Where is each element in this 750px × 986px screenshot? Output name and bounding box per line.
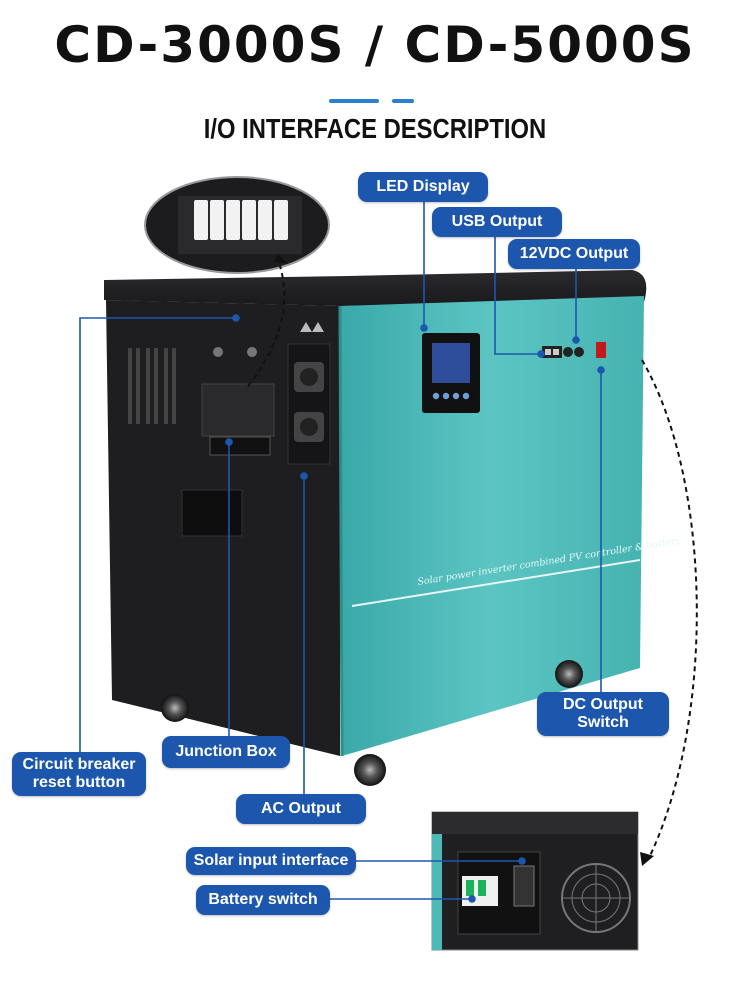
label-circuit-breaker-line2: reset button (32, 774, 126, 791)
label-circuit-breaker-line1: Circuit breaker (22, 756, 136, 773)
dc-output-switch (596, 342, 606, 358)
arrow-to-back-panel (641, 359, 698, 861)
page-subtitle: I/O INTERFACE DESCRIPTION (203, 113, 547, 144)
side-vent-grille (128, 348, 176, 424)
label-dc-output-switch-line1: DC Output (563, 696, 643, 713)
dc12v-port-2 (574, 347, 584, 357)
wheel-left (161, 694, 189, 722)
wheel-front (354, 754, 386, 786)
title-dash-left (329, 99, 379, 103)
label-led-display-text: LED Display (376, 178, 470, 195)
label-battery-switch-text: Battery switch (208, 891, 318, 908)
junction-box-cover (201, 383, 275, 437)
dc12v-port-1 (563, 347, 573, 357)
label-battery-switch: Battery switch (196, 885, 330, 915)
title-dash-right (392, 99, 414, 103)
label-solar-input-text: Solar input interface (193, 852, 349, 869)
arrow-to-terminal-inset (247, 265, 286, 387)
label-dc-output-switch-line2: Switch (577, 714, 629, 731)
label-usb-output: USB Output (432, 207, 562, 237)
cabinet-top (104, 270, 647, 306)
label-solar-input: Solar input interface (186, 847, 356, 875)
leader-lines (79, 199, 605, 903)
back-fan (561, 863, 631, 933)
page-title: CD-3000S / CD-5000S (54, 16, 696, 74)
label-12vdc-output-text: 12VDC Output (519, 245, 629, 262)
label-ac-output: AC Output (236, 794, 366, 824)
label-junction-box: Junction Box (162, 736, 290, 768)
cabinet-front-panel (340, 296, 644, 756)
wheel-right (555, 660, 583, 688)
label-dc-output-switch: DC Output Switch (537, 692, 669, 736)
label-12vdc-output: 12VDC Output (508, 239, 640, 269)
cabinet-handle (181, 489, 243, 537)
terminal-block (194, 200, 288, 240)
label-circuit-breaker: Circuit breaker reset button (12, 752, 146, 796)
label-ac-output-text: AC Output (261, 800, 341, 817)
label-led-display: LED Display (358, 172, 488, 202)
label-junction-box-text: Junction Box (175, 743, 277, 760)
label-usb-output-text: USB Output (451, 213, 543, 230)
front-stripe (351, 559, 641, 607)
